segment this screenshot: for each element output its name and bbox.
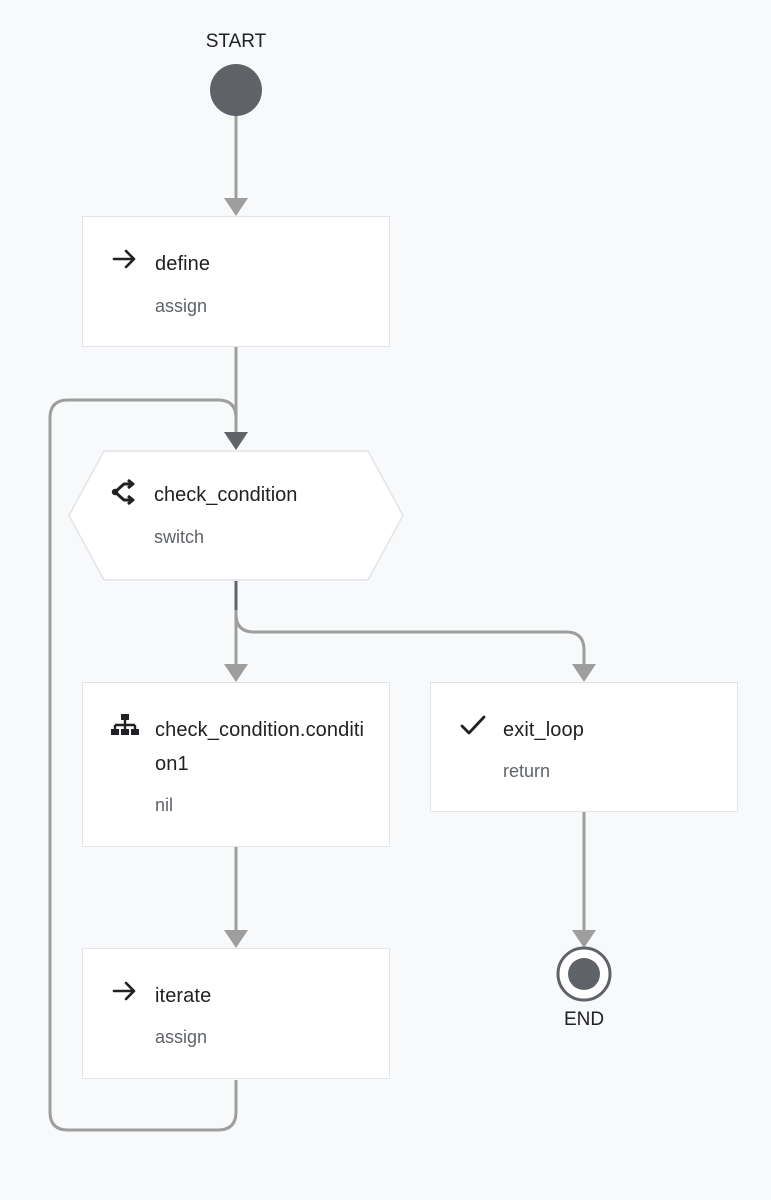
end-label: END	[563, 1009, 605, 1030]
node-type: assign	[155, 296, 208, 316]
node-type: nil	[155, 795, 174, 815]
arrowhead-define	[224, 198, 248, 216]
arrowhead-condition1	[224, 664, 248, 682]
arrowhead-end	[572, 930, 596, 948]
start-label: START	[205, 31, 267, 52]
arrowhead-exit	[572, 664, 596, 682]
node-iterate[interactable]: iterate assign	[82, 948, 390, 1079]
node-type: assign	[155, 1027, 208, 1047]
node-condition1[interactable]: check_condition.condition1 nil	[82, 682, 390, 847]
branch-icon	[110, 478, 138, 506]
node-title: define	[155, 253, 211, 275]
arrowhead-iterate	[224, 930, 248, 948]
edge-check-exit	[234, 581, 586, 666]
edge-loop-back	[48, 398, 238, 1132]
hierarchy-icon	[111, 711, 139, 739]
arrowhead-check	[224, 432, 248, 450]
node-type: return	[503, 761, 551, 781]
start-node[interactable]	[210, 64, 262, 116]
arrow-right-icon	[111, 245, 139, 273]
checkmark-icon	[459, 711, 487, 739]
arrow-right-icon	[111, 977, 139, 1005]
node-exit-loop[interactable]: exit_loop return	[430, 682, 738, 812]
node-check-condition[interactable]: check_condition switch	[68, 450, 404, 581]
node-define[interactable]: define assign	[82, 216, 390, 347]
node-title: check_condition.condition1	[155, 719, 365, 775]
node-title: iterate	[155, 985, 212, 1007]
end-node	[568, 958, 600, 990]
node-type: switch	[154, 527, 205, 547]
node-title: exit_loop	[503, 719, 584, 741]
node-title: check_condition	[154, 484, 298, 506]
